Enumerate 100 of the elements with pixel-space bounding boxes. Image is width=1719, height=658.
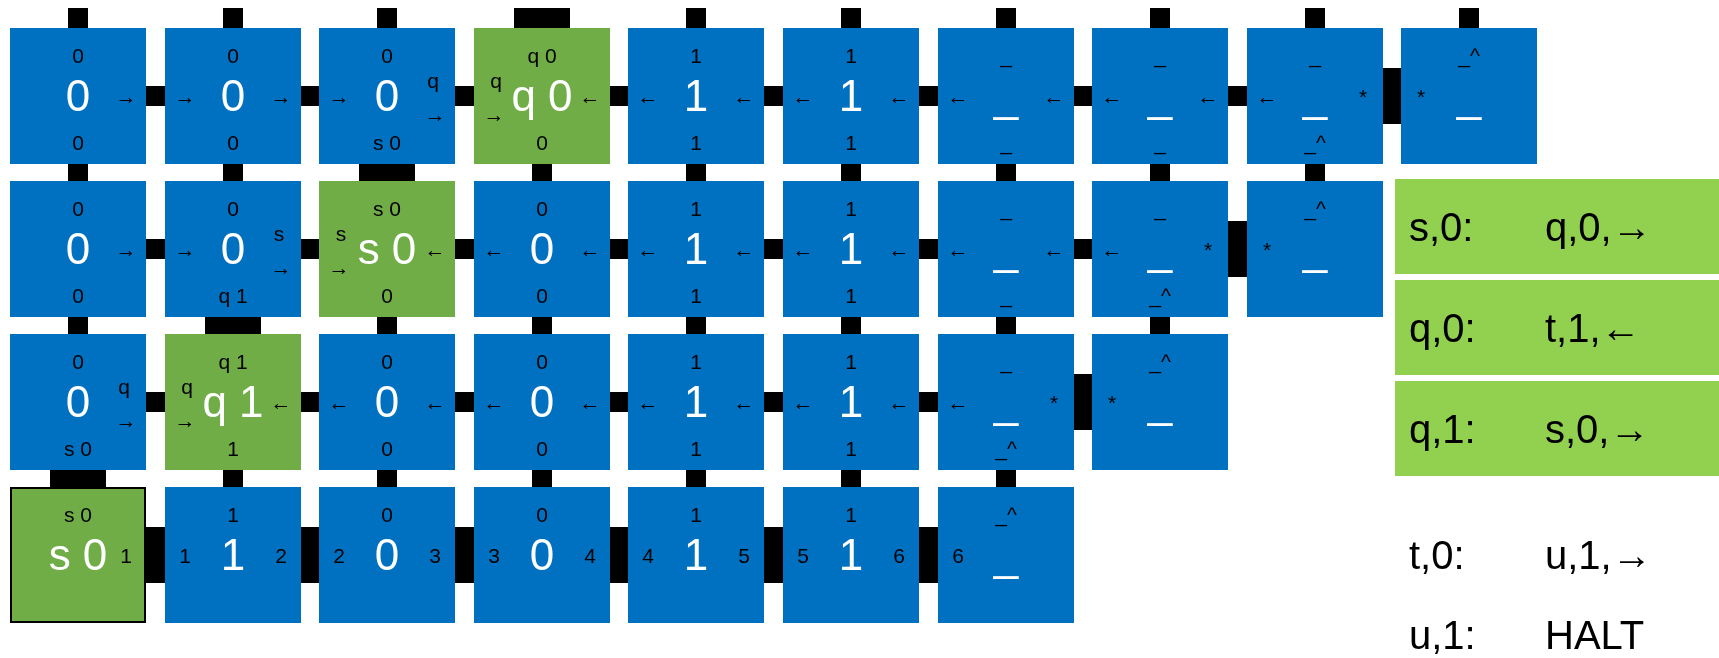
glue-bar — [377, 317, 397, 334]
glue-label: s 0 — [373, 131, 401, 153]
glue-label: 1 — [845, 284, 857, 306]
tile-symbol: _ — [993, 533, 1019, 577]
glue-label: 1 — [690, 284, 702, 306]
glue-label: 0 — [536, 503, 548, 525]
glue-label: _^ — [1304, 131, 1326, 153]
tile-symbol: 1 — [683, 533, 709, 577]
glue-label: ← — [483, 238, 505, 260]
tile-symbol: _ — [1456, 74, 1482, 118]
glue-label: 0 — [536, 437, 548, 459]
glue-label: 1 — [690, 350, 702, 372]
tile-symbol: _ — [1302, 74, 1328, 118]
glue-label: 5 — [797, 544, 809, 566]
glue-label: ← — [947, 238, 969, 260]
glue-label: 1 — [227, 437, 239, 459]
tile — [165, 181, 301, 317]
glue-label: 1 — [690, 197, 702, 219]
tile-symbol: 0 — [65, 380, 91, 424]
glue-label: q — [427, 69, 439, 91]
glue-label: q 1 — [218, 350, 248, 372]
tile — [1092, 28, 1228, 164]
glue-label: ← — [270, 391, 292, 413]
tile — [10, 487, 146, 623]
tile — [165, 28, 301, 164]
tile-symbol: 0 — [374, 380, 400, 424]
glue-label: 1 — [690, 503, 702, 525]
glue-label: 0 — [227, 44, 239, 66]
glue-bar — [455, 527, 474, 583]
glue-label: 1 — [690, 437, 702, 459]
glue-label: 5 — [738, 544, 750, 566]
glue-bar — [686, 164, 706, 181]
glue-label: 3 — [429, 544, 441, 566]
glue-label: _^ — [1458, 44, 1480, 66]
glue-label: ← — [947, 391, 969, 413]
glue-label: q — [118, 375, 130, 397]
glue-label: q 1 — [218, 284, 248, 306]
rule-condition: t,0: — [1409, 535, 1465, 575]
tile — [474, 334, 610, 470]
tile — [938, 28, 1074, 164]
glue-bar — [919, 392, 938, 412]
glue-label: 1 — [845, 44, 857, 66]
glue-label: * — [1049, 391, 1059, 413]
glue-label: ← — [947, 85, 969, 107]
glue-label: * — [1358, 85, 1368, 107]
glue-label: 2 — [333, 544, 345, 566]
glue-label: → — [424, 103, 446, 125]
tile-symbol: 0 — [220, 227, 246, 271]
tile-symbol: _ — [993, 380, 1019, 424]
glue-label: q — [181, 375, 193, 397]
glue-label: _ — [1000, 350, 1012, 372]
tile-symbol: 0 — [65, 74, 91, 118]
glue-label: 0 — [536, 284, 548, 306]
glue-label: ← — [579, 238, 601, 260]
tile — [165, 487, 301, 623]
glue-label: 2 — [275, 544, 287, 566]
glue-label: ← — [637, 391, 659, 413]
tile — [1092, 181, 1228, 317]
glue-bar — [205, 317, 261, 334]
tile-symbol: 1 — [683, 380, 709, 424]
glue-bar — [455, 392, 474, 412]
glue-label: _ — [1154, 131, 1166, 153]
glue-label: → — [270, 256, 292, 278]
tile — [474, 28, 610, 164]
tile — [165, 334, 301, 470]
glue-bar — [1383, 68, 1401, 124]
tile-symbol: 0 — [374, 533, 400, 577]
tile — [628, 28, 764, 164]
rule-action: u,1,→ — [1545, 535, 1652, 575]
rule-condition: q,0: — [1409, 307, 1476, 348]
glue-label: 0 — [72, 284, 84, 306]
tile — [319, 487, 455, 623]
glue-label: 0 — [536, 197, 548, 219]
glue-label: → — [115, 409, 137, 431]
glue-label: ← — [424, 238, 446, 260]
glue-label: * — [1203, 238, 1213, 260]
glue-bar — [841, 164, 861, 181]
tile-symbol: q 1 — [202, 380, 264, 424]
glue-label: 0 — [381, 350, 393, 372]
glue-label: 0 — [227, 131, 239, 153]
glue-label: s 0 — [64, 503, 92, 525]
glue-bar — [1150, 164, 1170, 181]
tile — [783, 334, 919, 470]
tile — [10, 334, 146, 470]
glue-label: ← — [888, 391, 910, 413]
glue-label: * — [1262, 238, 1272, 260]
tile-symbol: _ — [1147, 227, 1173, 271]
glue-label: ← — [733, 238, 755, 260]
rule-condition: q,1: — [1409, 408, 1476, 449]
glue-label: ← — [1101, 85, 1123, 107]
glue-label: → — [115, 85, 137, 107]
glue-label: 1 — [120, 544, 132, 566]
glue-bar — [610, 527, 628, 583]
glue-bar — [764, 239, 783, 259]
glue-label: ← — [1256, 85, 1278, 107]
tile — [10, 181, 146, 317]
rule-condition: u,1: — [1409, 615, 1476, 655]
glue-label: 0 — [536, 131, 548, 153]
glue-label: 0 — [72, 131, 84, 153]
tile — [783, 28, 919, 164]
